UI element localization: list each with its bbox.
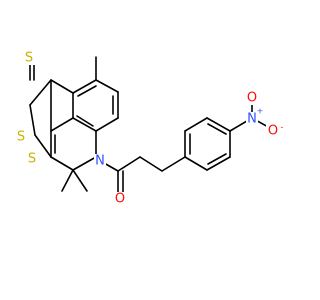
molecule-structure-diagram: S S S N O N + O O -	[15, 51, 284, 207]
nitro-oxygen-charge: -	[281, 123, 284, 132]
bond	[95, 117, 119, 132]
bond	[50, 117, 74, 132]
nitro-oxygen-right-label: O	[268, 124, 278, 139]
bond-layer	[29, 56, 271, 194]
bond	[72, 79, 97, 94]
nitro-oxygen-top-label: O	[247, 91, 257, 106]
bond	[29, 104, 36, 136]
bond	[77, 85, 97, 97]
nitro-nitrogen-charge: +	[257, 107, 264, 116]
bond	[29, 79, 52, 106]
bond	[72, 117, 97, 132]
bond	[72, 156, 97, 171]
bond	[61, 169, 74, 192]
bond	[184, 156, 208, 171]
bond	[103, 162, 119, 172]
bond	[207, 123, 227, 135]
carbonyl-oxygen-label: O	[115, 192, 125, 207]
bond	[34, 134, 52, 158]
bond	[76, 115, 94, 127]
bond	[161, 156, 186, 172]
bond	[50, 156, 74, 171]
thione-sulfur-label: S	[25, 51, 33, 66]
bond	[117, 156, 141, 172]
bond	[95, 79, 119, 93]
atom-label-layer: S S S N O N + O O -	[15, 51, 284, 207]
bond	[50, 79, 74, 94]
bond	[206, 117, 231, 132]
bond	[206, 156, 231, 171]
amide-nitrogen-label: N	[95, 154, 105, 169]
bond	[72, 169, 88, 192]
nitro-nitrogen-label: N	[247, 112, 257, 127]
bond	[139, 156, 163, 172]
ring-sulfur-label-2: S	[28, 152, 36, 167]
ring-sulfur-label-1: S	[17, 130, 25, 145]
bond	[207, 153, 227, 165]
bond	[184, 117, 208, 132]
